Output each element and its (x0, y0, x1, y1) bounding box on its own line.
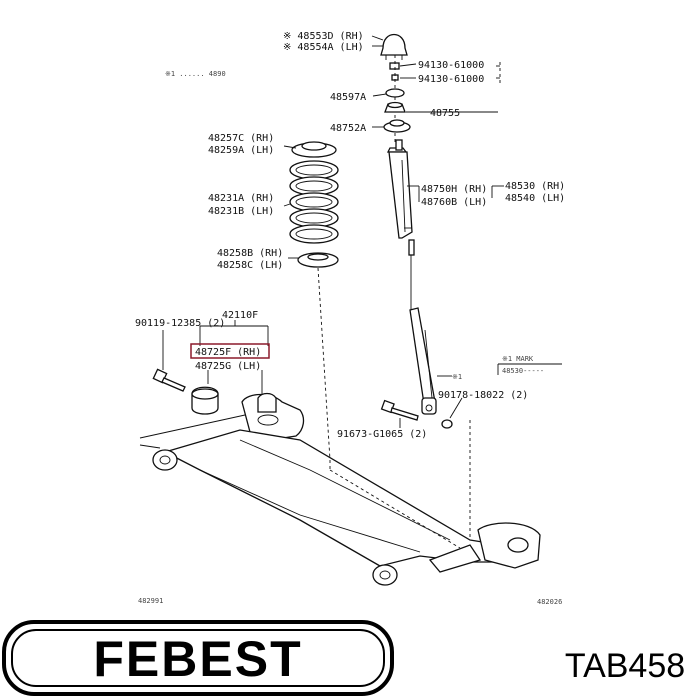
label-mark: ※1 MARK (502, 355, 534, 363)
label-mark-x1: ※1 (452, 373, 462, 381)
label-ref-top: ※1 ...... 4890 (165, 70, 226, 78)
ref-right: 482026 (537, 598, 562, 606)
seat-48752a (383, 119, 411, 133)
label-48760b: 48760B (LH) (421, 197, 487, 208)
label-48231b: 48231B (LH) (208, 206, 274, 217)
rear-axle-beam (152, 392, 541, 586)
label-42110f: 42110F (222, 310, 258, 321)
label-48553d: ※ 48553D (RH) (283, 31, 364, 42)
label-94130-upper: 94130-61000 (418, 60, 484, 71)
febest-logo: FEBEST (2, 620, 394, 696)
highlight-box (190, 343, 270, 359)
shock-absorber (386, 139, 437, 415)
bolt-91673 (380, 399, 419, 421)
coil-spring (289, 160, 339, 244)
label-48540: 48540 (LH) (505, 193, 565, 204)
label-48725f: 48725F (RH) (195, 347, 261, 358)
mount-48755 (384, 101, 406, 113)
bolt-90119 (152, 368, 186, 392)
label-48750h: 48750H (RH) (421, 184, 487, 195)
label-48755: 48755 (430, 108, 460, 119)
label-48725g: 48725G (LH) (195, 361, 261, 372)
bump-stop-cap (380, 33, 408, 60)
label-48597a: 48597A (330, 92, 366, 103)
label-mark-48530: 48530----- (502, 367, 544, 375)
label-48530: 48530 (RH) (505, 181, 565, 192)
label-48554a: ※ 48554A (LH) (283, 42, 364, 53)
bolt-90178 (441, 419, 453, 429)
label-48231a: 48231A (RH) (208, 193, 274, 204)
spring-upper-insulator (291, 141, 337, 158)
logo-text: FEBEST (93, 631, 302, 687)
washer-48597a (385, 88, 405, 98)
part-code: TAB458 (565, 647, 685, 685)
label-91673: 91673-G1065 (2) (337, 429, 427, 440)
label-48258b: 48258B (RH) (217, 248, 283, 259)
label-48259a: 48259A (LH) (208, 145, 274, 156)
label-90119: 90119-12385 (2) (135, 318, 225, 329)
label-48752a: 48752A (330, 123, 366, 134)
ref-left: 482991 (138, 597, 163, 605)
bushing-48725f (191, 386, 219, 415)
label-48258c: 48258C (LH) (217, 260, 283, 271)
label-90178: 90178-18022 (2) (438, 390, 528, 401)
spring-lower-insulator (297, 252, 339, 268)
label-48257c: 48257C (RH) (208, 133, 274, 144)
label-94130-lower: 94130-61000 (418, 74, 484, 85)
nut-upper (389, 62, 400, 70)
